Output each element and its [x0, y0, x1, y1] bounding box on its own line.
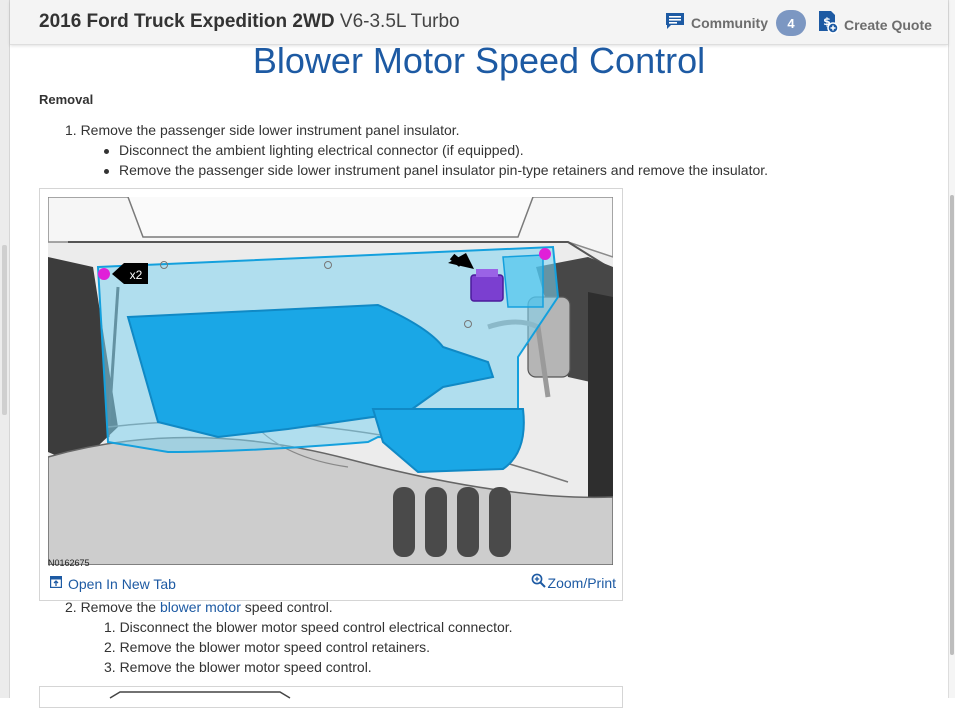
chat-icon: [665, 12, 685, 35]
step-1-bullet-2-text: Remove the passenger side lower instrume…: [119, 162, 769, 178]
step-1: 1. Remove the passenger side lower instr…: [65, 122, 460, 138]
open-in-new-tab-link[interactable]: Open In New Tab: [49, 575, 176, 593]
right-scrollbar[interactable]: [948, 0, 955, 698]
zoom-icon: [531, 573, 546, 593]
blower-motor-link[interactable]: blower motor: [159, 599, 241, 615]
step-2: 2. Remove the blower motor speed control…: [65, 599, 333, 615]
left-scroll-thumb[interactable]: [2, 245, 7, 415]
svg-text:$: $: [823, 15, 831, 28]
quote-dollar-icon: $: [817, 10, 839, 39]
community-label: Community: [691, 15, 768, 31]
left-scrollbar[interactable]: [0, 0, 10, 698]
figure-id: N0162675: [48, 558, 90, 568]
open-new-tab-icon: [49, 575, 63, 593]
step-2-substep-2: 2. Remove the blower motor speed control…: [104, 639, 431, 655]
community-count-badge: 4: [776, 10, 806, 36]
create-quote-label: Create Quote: [844, 16, 932, 33]
step-2-suffix: speed control.: [240, 599, 333, 615]
open-in-new-tab-label: Open In New Tab: [68, 576, 176, 592]
bullet-icon: [104, 148, 109, 154]
step-2-substep-1: 1. Disconnect the blower motor speed con…: [104, 619, 513, 635]
vehicle-title: 2016 Ford Truck Expedition 2WD V6-3.5L T…: [39, 11, 460, 33]
figure-illustration-1: x2 N0162675 Open In New Tab Zoom/Print: [39, 188, 623, 601]
figure-illustration-2: [39, 686, 623, 708]
community-button[interactable]: Community 4: [665, 10, 806, 36]
zoom-print-link[interactable]: Zoom/Print: [531, 573, 616, 593]
vehicle-engine: V6-3.5L Turbo: [339, 11, 460, 32]
instrument-panel-illustration: x2: [48, 197, 613, 565]
step-2-prefix: 2. Remove the: [65, 599, 160, 615]
bullet-icon: [104, 168, 109, 174]
step-1-bullet-1-text: Disconnect the ambient lighting electric…: [119, 142, 524, 158]
section-heading-removal: Removal: [39, 92, 94, 107]
create-quote-button[interactable]: $ Create Quote: [817, 10, 932, 39]
step-1-bullet-1: Disconnect the ambient lighting electric…: [104, 142, 524, 158]
right-scroll-thumb[interactable]: [950, 195, 954, 655]
step-2-substep-3: 3. Remove the blower motor speed control…: [104, 659, 372, 675]
page-title: Blower Motor Speed Control: [252, 40, 706, 81]
step-1-bullet-2: Remove the passenger side lower instrume…: [104, 162, 768, 178]
zoom-print-label: Zoom/Print: [547, 575, 616, 591]
top-header: 2016 Ford Truck Expedition 2WD V6-3.5L T…: [10, 0, 948, 45]
callout-x2: x2: [130, 268, 143, 282]
vehicle-name: 2016 Ford Truck Expedition 2WD: [39, 11, 335, 32]
